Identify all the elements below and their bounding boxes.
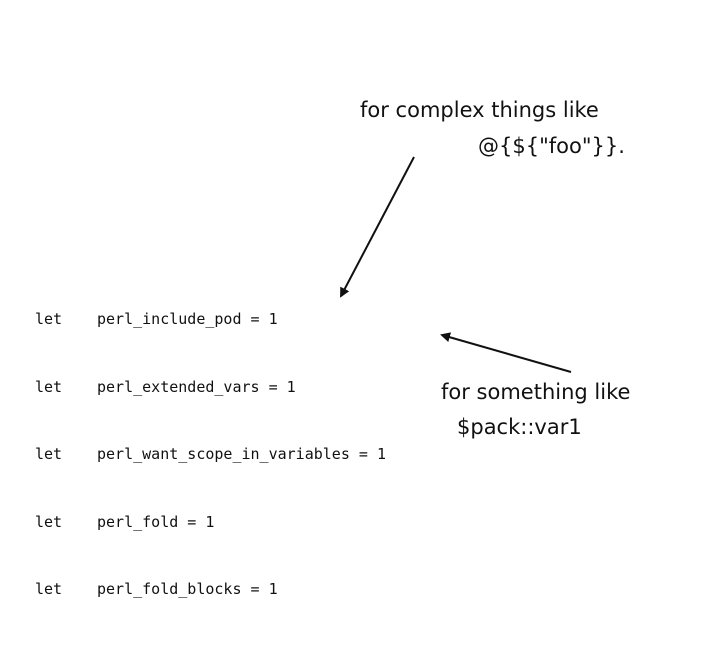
- code-keyword: let: [35, 310, 63, 328]
- code-line-fold-blocks: let perl_fold_blocks = 1: [35, 578, 386, 601]
- code-keyword: let: [35, 580, 63, 598]
- annotation-simple-line1: for something like: [441, 380, 631, 404]
- code-keyword: let: [35, 377, 63, 396]
- annotation-simple-line2: $pack::var1: [457, 415, 582, 439]
- vim-config-code-block: let perl_include_pod = 1 let perl_extended…: [35, 263, 386, 646]
- code-text: perl_fold = 1: [97, 512, 215, 531]
- code-line-want-scope: let perl_want_scope_in_variables = 1: [35, 443, 386, 466]
- annotation-complex-line1: for complex things like: [360, 98, 599, 122]
- code-text: perl_fold_blocks = 1: [97, 580, 278, 598]
- code-keyword: let: [35, 445, 63, 463]
- code-text: perl_extended_vars = 1: [97, 377, 296, 396]
- code-line-extended-vars: let perl_extended_vars = 1: [35, 376, 386, 399]
- code-text: perl_include_pod = 1: [97, 310, 278, 328]
- arrow-to-want-scope: [440, 332, 572, 373]
- code-text: perl_want_scope_in_variables = 1: [97, 445, 386, 463]
- code-line-fold: let perl_fold = 1: [35, 511, 386, 534]
- code-line-include-pod: let perl_include_pod = 1: [35, 308, 386, 331]
- annotation-complex-line2: @{${"foo"}}.: [478, 134, 625, 158]
- code-keyword: let: [35, 512, 63, 531]
- slide: let perl_include_pod = 1 let perl_extended…: [35, 98, 631, 598]
